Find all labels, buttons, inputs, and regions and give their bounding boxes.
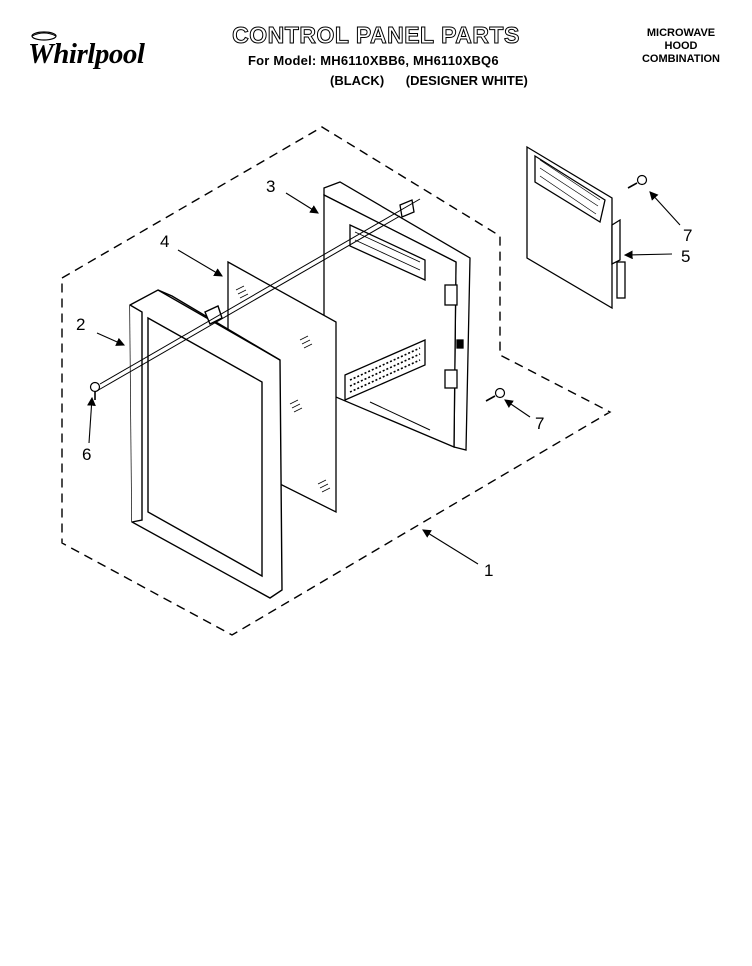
assembly-outline (61, 126, 612, 636)
callout-1: 1 (484, 561, 493, 580)
category-line-3: COMBINATION (641, 53, 720, 65)
color-variants: (BLACK) (DESIGNER WHITE) (330, 73, 546, 88)
control-bezel-frame (129, 289, 283, 599)
callout-7-upper: 7 (683, 226, 692, 245)
category-line-1: MICROWAVE (646, 27, 716, 39)
callout-3: 3 (266, 177, 275, 196)
screw-7-upper (627, 174, 648, 189)
screw-7-lower (485, 387, 506, 402)
callout-7-lower: 7 (535, 414, 544, 433)
callout-6: 6 (82, 445, 91, 464)
overlay-glare-marks (235, 285, 331, 493)
callout-4: 4 (160, 232, 169, 251)
leader-lines (87, 191, 681, 565)
color-black-label: (BLACK) (330, 73, 385, 88)
color-white-label: (DESIGNER WHITE) (405, 73, 528, 88)
model-numbers: For Model: MH6110XBB6, MH6110XBQ6 (248, 53, 499, 68)
whirlpool-logo: Whirlpool (22, 28, 162, 78)
alignment-lines (94, 198, 431, 431)
console-housing (323, 181, 471, 451)
product-category: MICROWAVE HOOD COMBINATION (626, 27, 736, 66)
electronic-control-board (526, 145, 626, 310)
callout-5: 5 (681, 247, 690, 266)
category-line-2: HOOD (664, 40, 698, 52)
brand-wordmark: Whirlpool (28, 38, 145, 70)
callout-2: 2 (76, 315, 85, 334)
page-title: CONTROL PANEL PARTS (232, 22, 520, 49)
logo-emblem-icon (31, 31, 57, 41)
screw-6 (89, 381, 101, 400)
